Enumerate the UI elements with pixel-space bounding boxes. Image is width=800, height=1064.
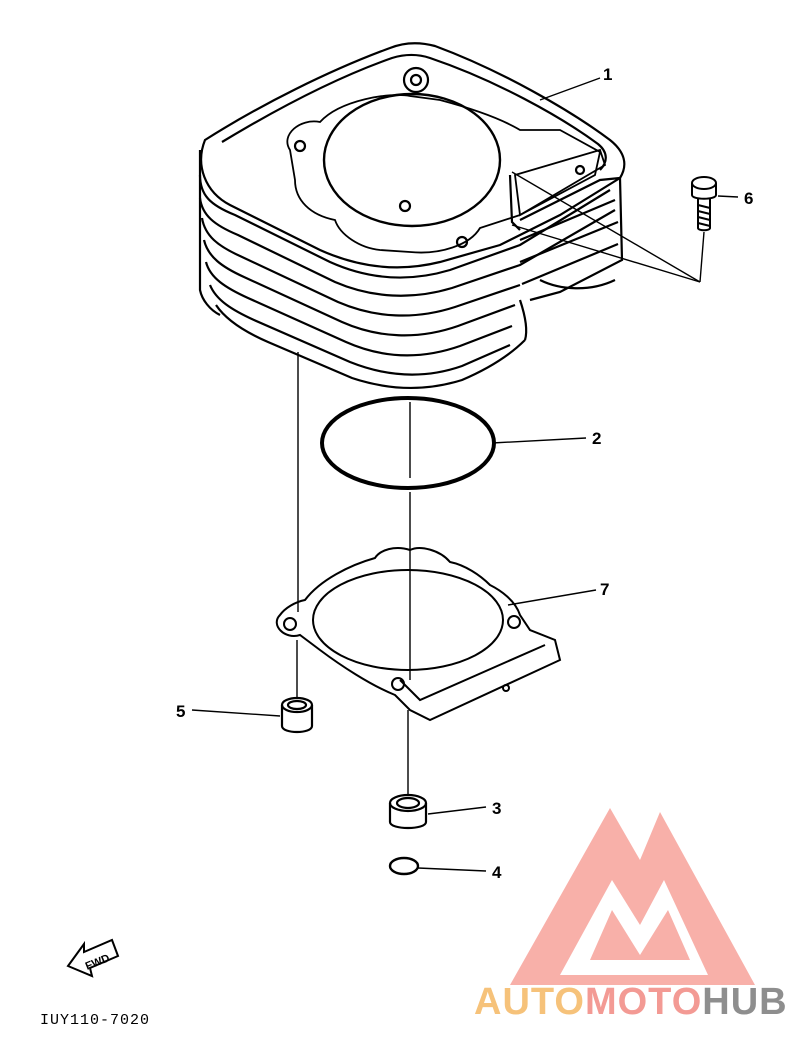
figure-code: IUY110-7020 (40, 1012, 150, 1029)
dowel-pin-center (388, 793, 428, 830)
watermark-text: AUTOMOTOHUB (474, 981, 788, 1023)
callout-5: 5 (176, 702, 185, 721)
callout-6: 6 (744, 189, 753, 208)
o-ring (320, 396, 496, 490)
callout-4: 4 (492, 863, 502, 882)
callout-2: 2 (592, 429, 601, 448)
watermark-hub: HUB (702, 981, 787, 1023)
forward-arrow-icon: FWD (66, 938, 120, 978)
small-o-ring (388, 856, 420, 876)
callout-3: 3 (492, 799, 501, 818)
callout-1: 1 (603, 65, 612, 84)
automotohub-logo-icon (510, 808, 755, 985)
cylinder-block (198, 42, 626, 390)
leader-lines (191, 77, 739, 872)
dowel-pin-left (280, 696, 314, 734)
bolt (691, 176, 717, 232)
base-gasket (275, 547, 562, 722)
watermark-moto: MOTO (585, 981, 702, 1023)
callout-7: 7 (600, 580, 609, 599)
assembly-lines (296, 171, 705, 795)
watermark-auto: AUTO (474, 981, 585, 1023)
